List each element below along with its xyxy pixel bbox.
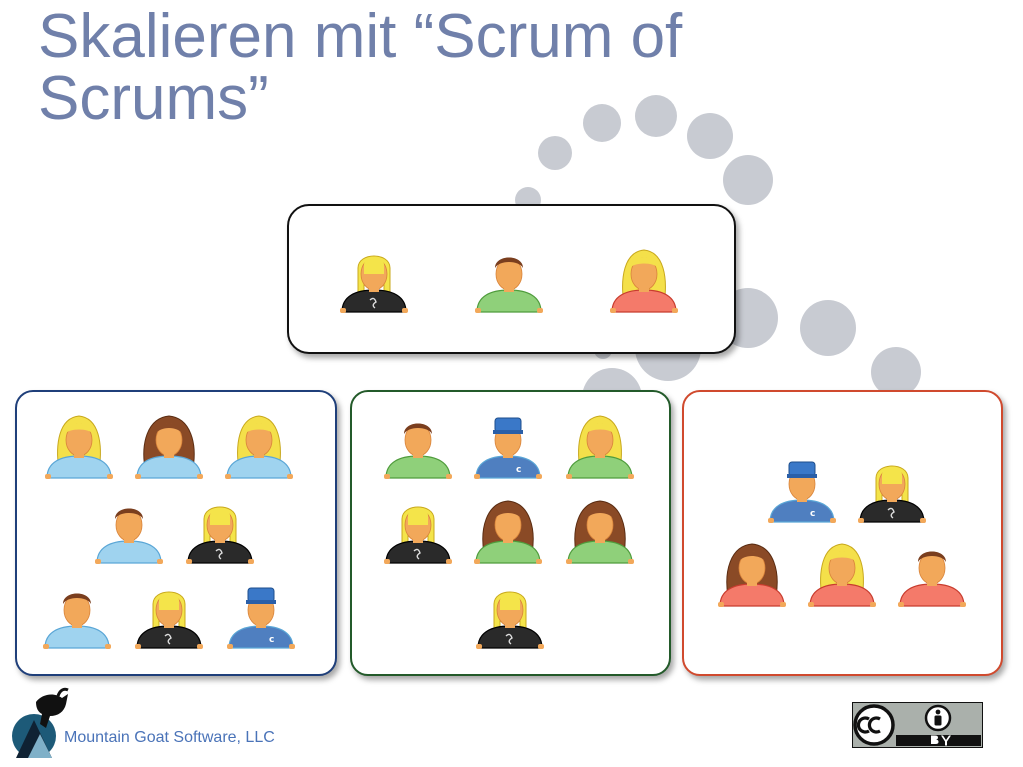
person-icon: c [468,410,548,482]
person-icon [378,495,458,567]
mountain-goat-logo-icon [12,687,69,758]
dot [635,95,677,137]
person-icon [560,495,640,567]
person-icon [129,580,209,652]
team-red-box: c [682,390,1003,676]
person-icon [37,580,117,652]
slide-title: Skalieren mit “Scrum of Scrums” [38,2,683,133]
dot [687,113,733,159]
creative-commons-by-icon [852,702,983,748]
svg-text:c: c [269,635,274,645]
person-icon [334,244,414,316]
person-icon [604,244,684,316]
person-icon: c [221,580,301,652]
svg-text:c: c [516,465,521,475]
person-icon [468,495,548,567]
dot [583,104,621,142]
person-icon [470,580,550,652]
svg-text:c: c [810,509,815,519]
footer-company: Mountain Goat Software, LLC [64,729,275,746]
person-icon [129,410,209,482]
person-icon [39,410,119,482]
person-icon: c [762,454,842,526]
team-green-box: c [350,390,671,676]
team-blue-box: c [15,390,337,676]
person-icon [180,495,260,567]
person-icon [560,410,640,482]
person-icon [852,454,932,526]
dot [723,155,773,205]
person-icon [89,495,169,567]
dot [800,300,856,356]
person-icon [219,410,299,482]
person-icon [378,410,458,482]
dot [871,347,921,397]
person-icon [802,538,882,610]
person-icon [712,538,792,610]
dot [538,136,572,170]
person-icon [469,244,549,316]
person-icon [892,538,972,610]
scrum-of-scrums-box [287,204,736,354]
